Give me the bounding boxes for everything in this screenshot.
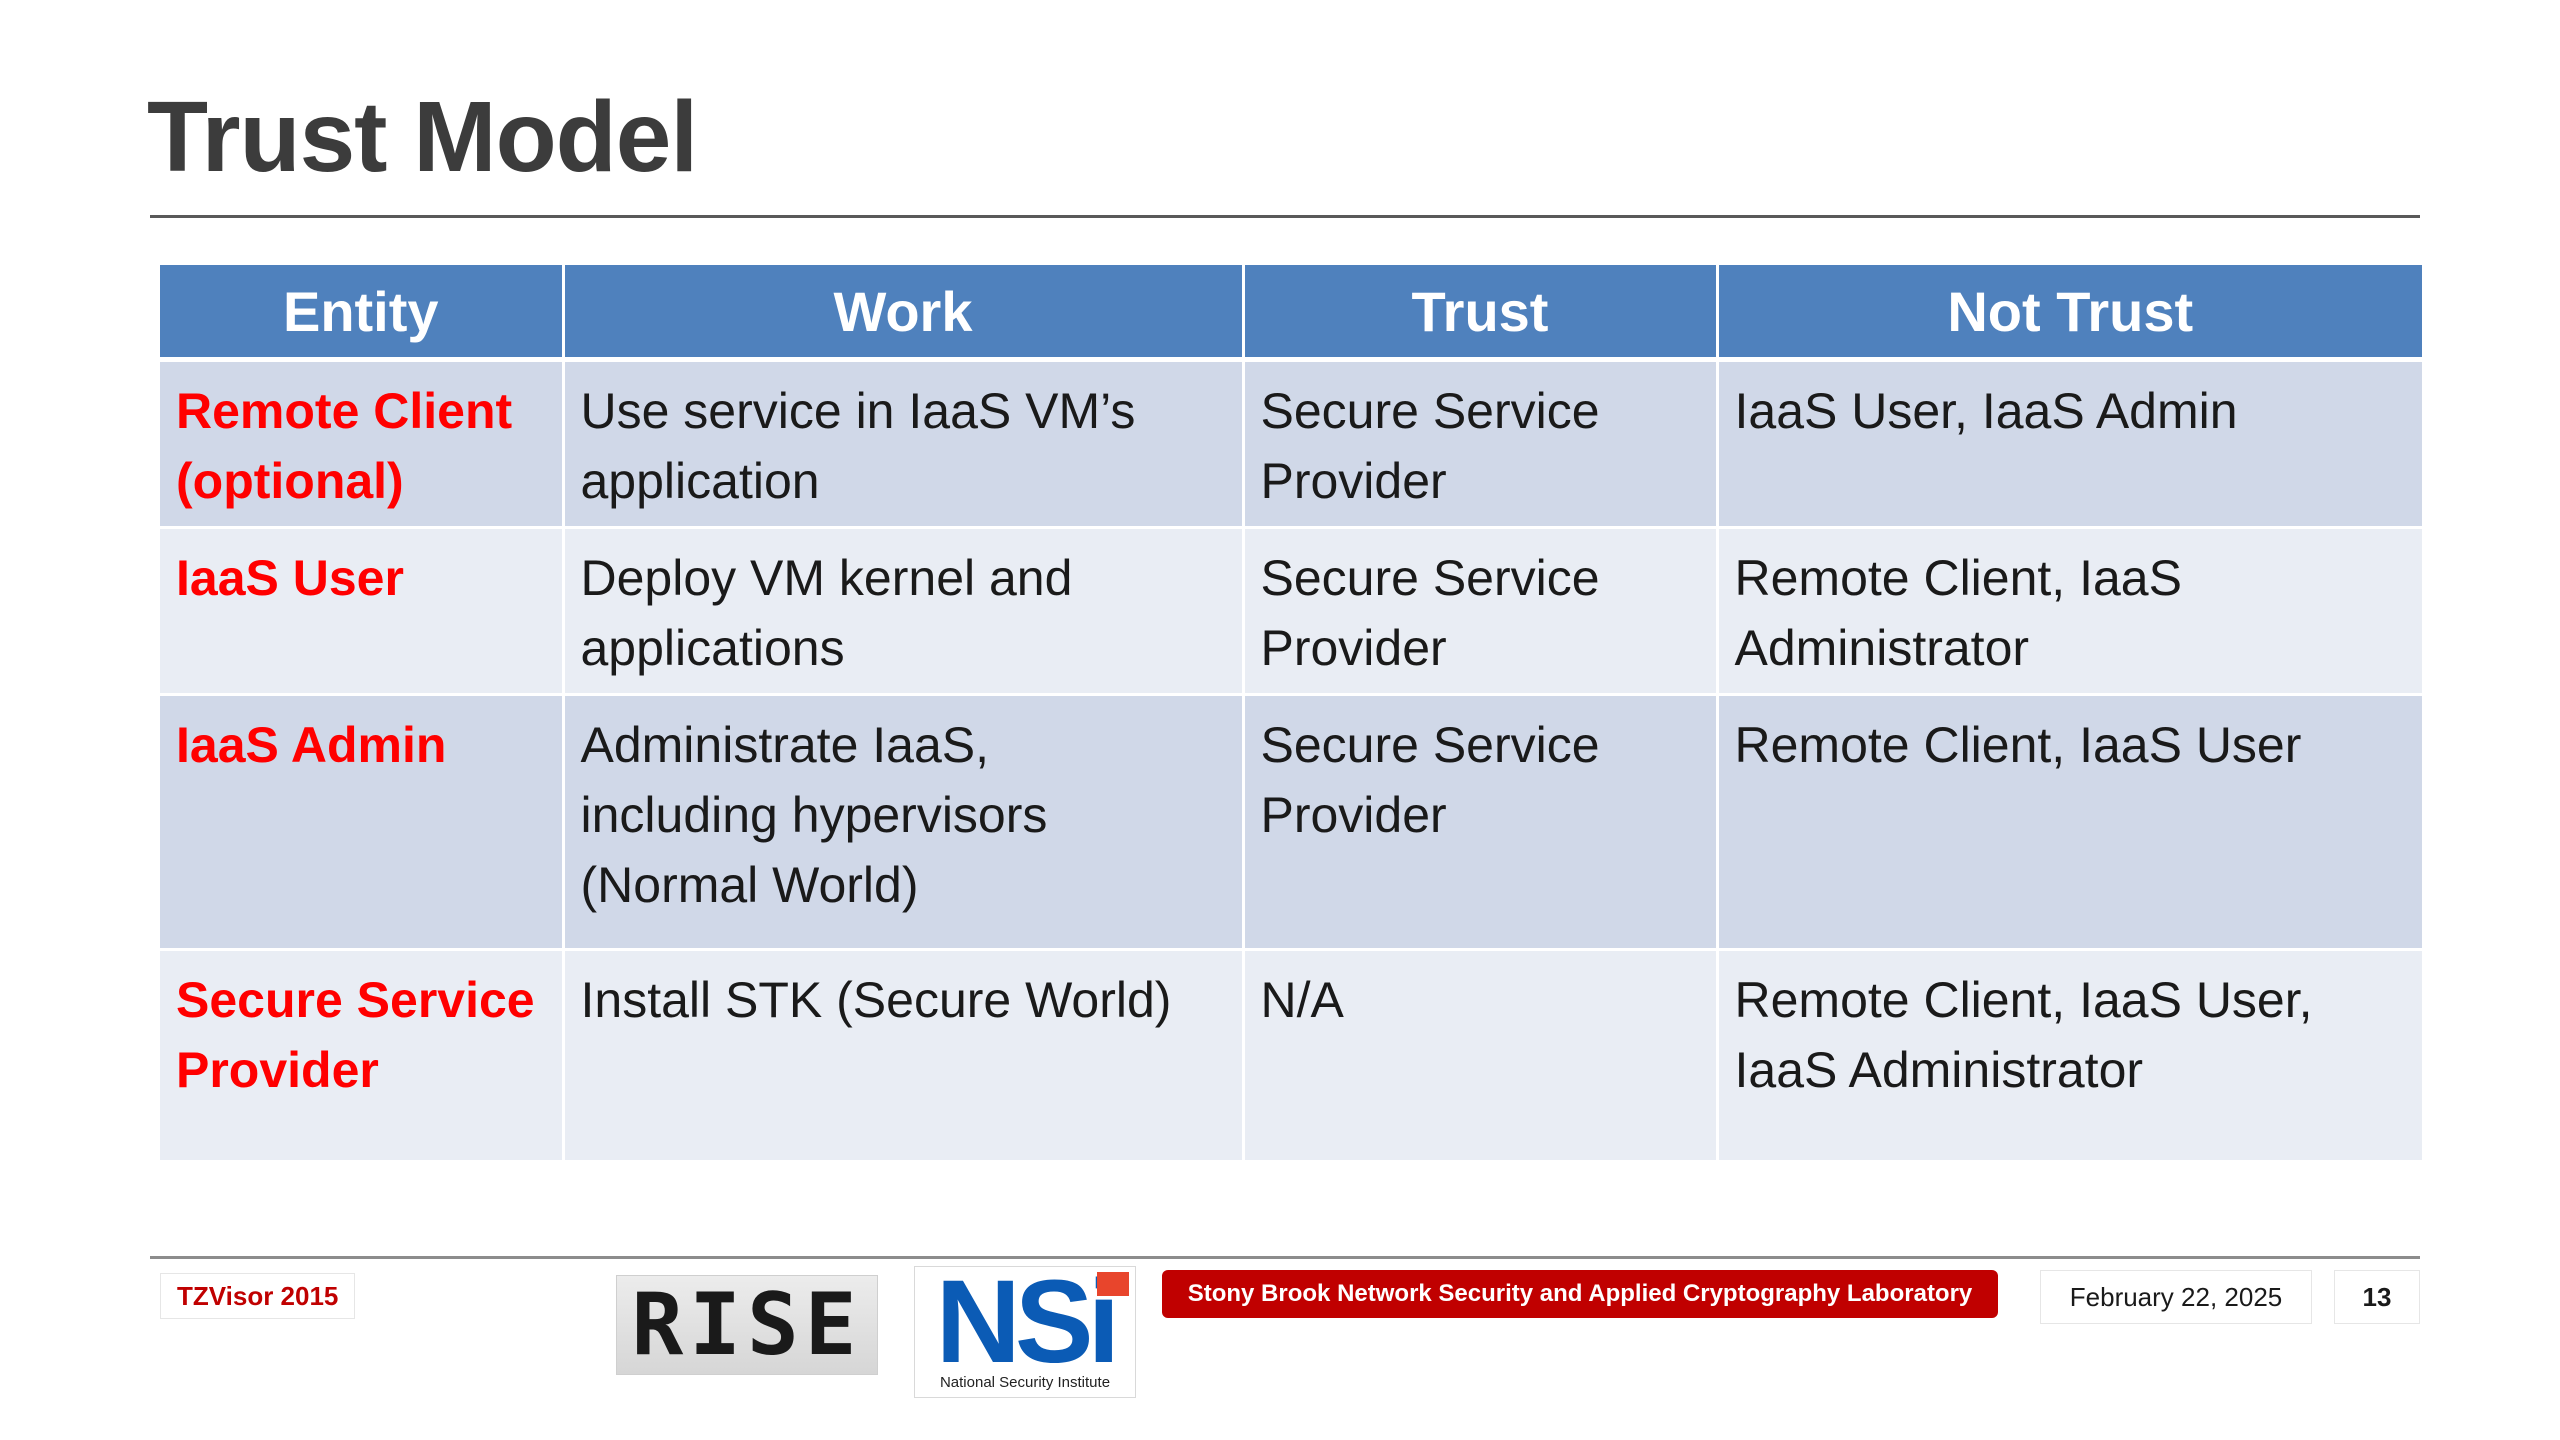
header-entity: Entity [160,265,565,362]
work-line: application [580,453,820,509]
work-cell: Install STK (Secure World) [563,949,1245,1163]
footer-date: February 22, 2025 [2040,1270,2312,1324]
work-cell: Deploy VM kernel and applications [563,527,1245,696]
not-trust-line: Remote Client, IaaS User, [1734,972,2313,1028]
entity-cell: Remote Client (optional) [160,359,565,529]
trust-cell: Secure Service Provider [1243,359,1719,529]
entity-line: (optional) [176,453,404,509]
trust-line: Secure Service [1260,550,1600,606]
slide-title: Trust Model [147,81,698,193]
trust-line: Secure Service [1260,717,1600,773]
work-line: Deploy VM kernel and [580,550,1073,606]
entity-line: IaaS User [176,550,404,606]
nsi-logo: NSi National Security Institute [914,1256,1136,1398]
work-cell: Use service in IaaS VM’s application [563,359,1245,529]
work-line: Use service in IaaS VM’s [580,383,1136,439]
trust-model-table: Entity Work Trust Not Trust Remote Clien… [160,265,2422,1163]
not-trust-line: IaaS User, IaaS Admin [1734,383,2238,439]
nsi-logo-caption: National Security Institute [939,1374,1111,1391]
footer-conference-label: TZVisor 2015 [160,1273,356,1319]
entity-cell: IaaS User [160,527,565,696]
work-line: Install STK (Secure World) [580,972,1172,1028]
trust-cell: Secure Service Provider [1243,694,1719,951]
entity-line: Secure Service [176,972,535,1028]
page-number: 13 [2334,1270,2420,1324]
not-trust-line: Remote Client, IaaS User [1734,717,2302,773]
nsi-logo-mark: NSi [935,1256,1121,1388]
not-trust-cell: Remote Client, IaaS User [1717,694,2422,951]
work-line: applications [580,620,845,676]
lab-banner: Stony Brook Network Security and Applied… [1162,1270,1998,1318]
not-trust-line: Remote Client, IaaS [1734,550,2182,606]
not-trust-line: Administrator [1734,620,2030,676]
not-trust-cell: Remote Client, IaaS Administrator [1717,527,2422,696]
trust-line: Provider [1260,453,1447,509]
trust-line: Provider [1260,787,1447,843]
entity-cell: Secure Service Provider [160,949,565,1163]
work-cell: Administrate IaaS, including hypervisors… [563,694,1245,951]
trust-line: N/A [1260,972,1344,1028]
entity-line: Remote Client [176,383,513,439]
trust-cell: Secure Service Provider [1243,527,1719,696]
title-divider [150,215,2420,218]
work-line: including hypervisors [580,787,1048,843]
entity-line: IaaS Admin [176,717,447,773]
trust-cell: N/A [1243,949,1719,1163]
entity-line: Provider [176,1042,379,1098]
not-trust-line: IaaS Administrator [1734,1042,2144,1098]
not-trust-cell: Remote Client, IaaS User, IaaS Administr… [1717,949,2422,1163]
header-not-trust: Not Trust [1717,265,2422,362]
nsi-logo-dot [1097,1272,1129,1296]
header-trust: Trust [1243,265,1719,362]
trust-line: Secure Service [1260,383,1600,439]
table-row: IaaS User Deploy VM kernel and applicati… [160,527,2422,696]
table-row: Secure Service Provider Install STK (Sec… [160,949,2422,1163]
table-row: Remote Client (optional) Use service in … [160,359,2422,529]
rise-logo: RISE [616,1275,878,1375]
entity-cell: IaaS Admin [160,694,565,951]
header-work: Work [563,265,1245,362]
footer-divider [150,1256,2420,1259]
work-line: (Normal World) [580,857,919,913]
table-header-row: Entity Work Trust Not Trust [160,265,2422,362]
not-trust-cell: IaaS User, IaaS Admin [1717,359,2422,529]
work-line: Administrate IaaS, [580,717,990,773]
trust-line: Provider [1260,620,1447,676]
table-row: IaaS Admin Administrate IaaS, including … [160,694,2422,951]
rise-logo-text: RISE [631,1275,863,1375]
